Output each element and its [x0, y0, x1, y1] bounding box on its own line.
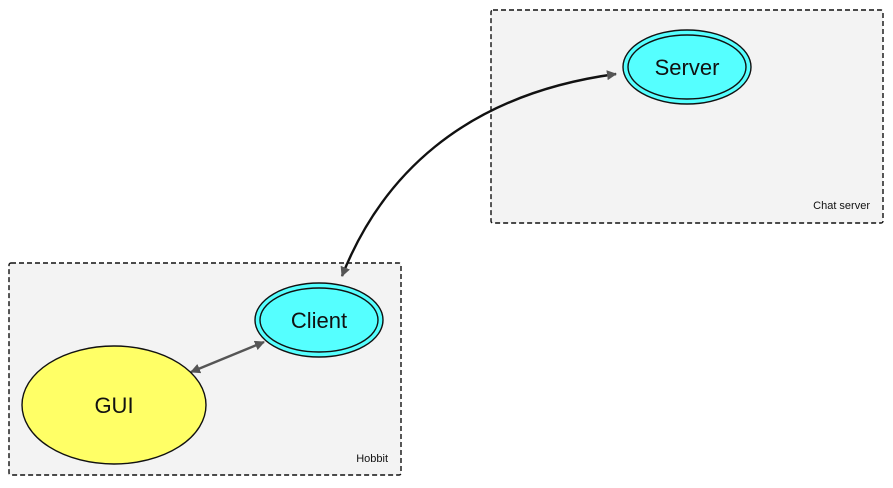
node-client-outer — [254, 282, 384, 358]
node-client-inner — [259, 287, 379, 353]
edge-gui-client — [190, 340, 265, 374]
edge-gui-client-path — [190, 340, 265, 374]
node-client-label: Client — [291, 308, 347, 333]
node-gui-ellipse — [21, 345, 207, 465]
node-client[interactable]: Client — [254, 282, 384, 358]
node-gui[interactable]: GUI — [21, 345, 207, 465]
node-gui-label: GUI — [94, 393, 133, 418]
node-server-inner — [627, 34, 747, 100]
node-server-outer — [622, 29, 752, 105]
edge-client-server — [340, 70, 617, 277]
cluster-hobbit-label: Hobbit — [356, 453, 388, 465]
node-server[interactable]: Server — [622, 29, 752, 105]
node-server-label: Server — [655, 55, 720, 80]
cluster-chat-server-label: Chat server — [813, 200, 870, 212]
edge-client-server-path — [340, 70, 617, 277]
